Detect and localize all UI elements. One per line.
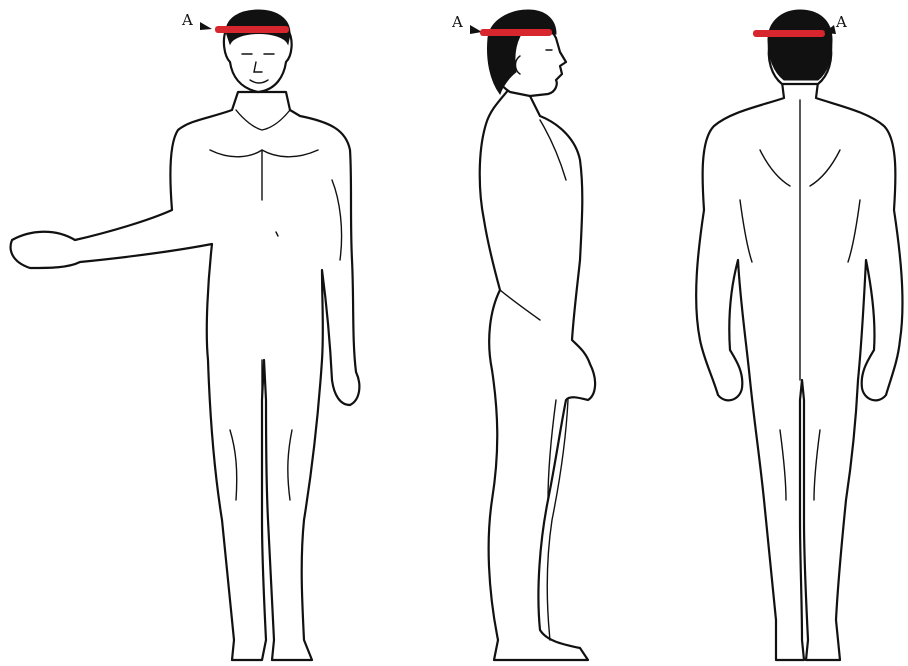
side-body-outline bbox=[480, 88, 595, 660]
head-circumference-bar bbox=[215, 26, 289, 33]
back-hair bbox=[768, 10, 832, 80]
arrow-icon bbox=[200, 22, 212, 30]
back-view-figure bbox=[696, 10, 902, 660]
head-circumference-bar bbox=[753, 30, 825, 37]
marker-label: A bbox=[451, 13, 463, 31]
front-view-figure bbox=[11, 10, 360, 660]
marker-label: A bbox=[835, 13, 847, 31]
front-body-outline bbox=[11, 92, 360, 660]
head-circumference-bar bbox=[480, 29, 552, 36]
marker-label: A bbox=[181, 11, 193, 29]
side-view-figure bbox=[480, 10, 595, 660]
